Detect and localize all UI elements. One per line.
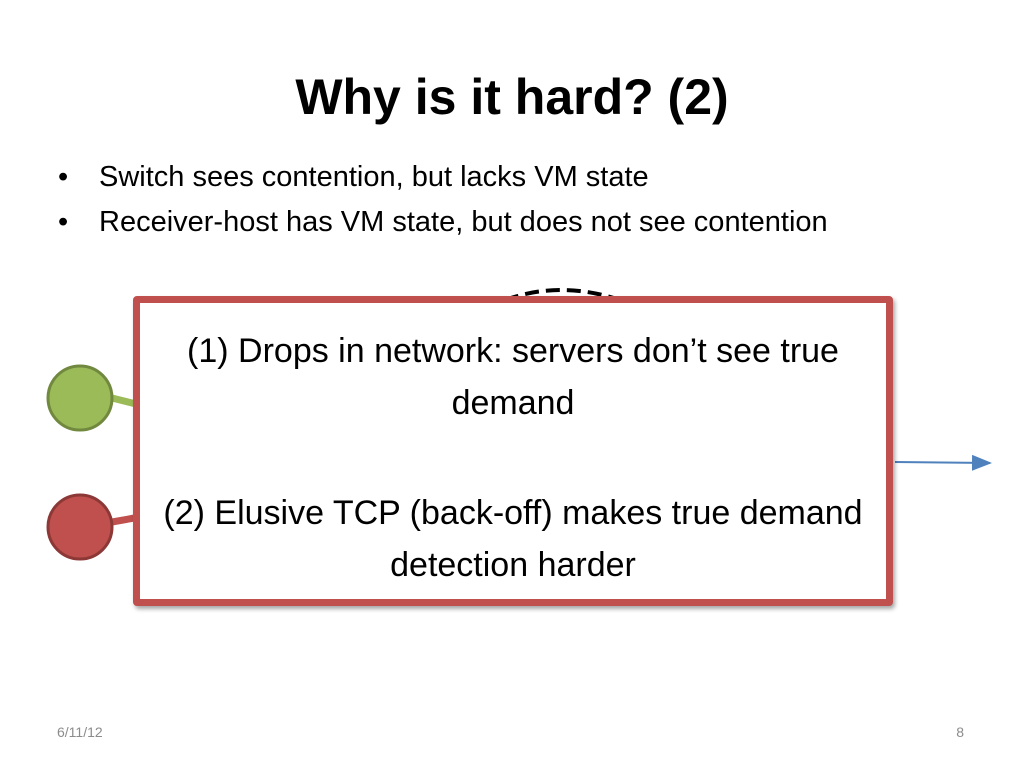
bullet-item: • Receiver-host has VM state, but does n…	[52, 205, 952, 240]
callout-point-1: (1) Drops in network: servers don’t see …	[187, 332, 839, 422]
callout-spacer	[140, 429, 886, 487]
footer-page-number: 8	[956, 724, 964, 740]
bullet-item: • Switch sees contention, but lacks VM s…	[52, 160, 952, 195]
bullet-text: Receiver-host has VM state, but does not…	[99, 206, 828, 238]
bullet-marker: •	[58, 206, 69, 238]
callout-box: (1) Drops in network: servers don’t see …	[133, 296, 893, 606]
bullet-text: Switch sees contention, but lacks VM sta…	[99, 161, 649, 193]
callout-point-2: (2) Elusive TCP (back-off) makes true de…	[163, 494, 863, 584]
footer-date: 6/11/12	[57, 724, 103, 740]
bullet-marker: •	[58, 161, 69, 193]
bullet-list: • Switch sees contention, but lacks VM s…	[52, 160, 952, 250]
outgoing-arrow	[894, 454, 992, 471]
red-vm-node	[46, 493, 114, 561]
slide-title: Why is it hard? (2)	[295, 69, 729, 125]
green-vm-node	[46, 364, 114, 432]
